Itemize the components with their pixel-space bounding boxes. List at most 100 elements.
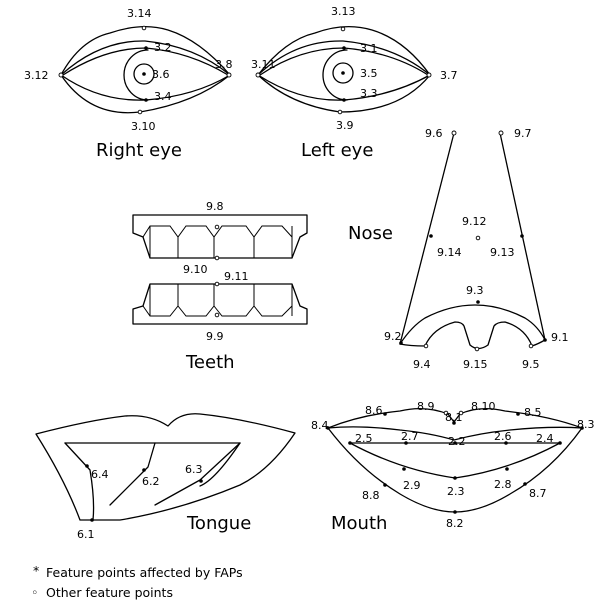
left-eye-lower-lid-outer <box>257 74 431 113</box>
mouth-group: 8.4 8.6 8.9 8.1 8.10 8.5 8.3 2.5 2.7 2.2… <box>311 400 595 534</box>
label-8-5: 8.5 <box>524 406 542 419</box>
title-teeth: Teeth <box>185 352 235 373</box>
teeth-point-9-9 <box>214 312 220 318</box>
label-2-2: 2.2 <box>448 435 466 448</box>
title-nose: Nose <box>348 223 393 244</box>
label-6-1: 6.1 <box>77 528 95 541</box>
label-9-14: 9.14 <box>437 246 462 259</box>
right-eye-upper-lid <box>60 40 231 76</box>
right-eye-point-3-12 <box>58 72 64 78</box>
title-tongue: Tongue <box>186 513 251 534</box>
label-9-12: 9.12 <box>462 215 487 228</box>
label-8-10: 8.10 <box>471 400 496 413</box>
label-9-3: 9.3 <box>466 284 484 297</box>
mouth-point-8-8 <box>383 483 387 487</box>
nose-group: 9.6 9.7 9.12 9.14 9.13 9.3 9.2 9.1 9.4 9… <box>348 127 569 371</box>
label-6-4: 6.4 <box>91 468 109 481</box>
label-8-6: 8.6 <box>365 404 383 417</box>
tongue-inner-right <box>199 442 241 487</box>
label-9-8: 9.8 <box>206 200 224 213</box>
right-eye-pupil <box>133 63 155 85</box>
label-8-4: 8.4 <box>311 419 329 432</box>
mouth-opening-lower <box>349 442 561 479</box>
label-6-2: 6.2 <box>142 475 160 488</box>
mouth-point-2-9 <box>402 467 406 471</box>
nose-point-9-3 <box>476 300 480 304</box>
label-3-7: 3.7 <box>440 69 458 82</box>
tongue-point-6-3 <box>199 479 203 483</box>
label-2-4: 2.4 <box>536 432 554 445</box>
label-2-9: 2.9 <box>403 479 421 492</box>
mouth-point-8-3 <box>580 426 584 430</box>
nose-point-9-2 <box>399 341 403 345</box>
label-8-9: 8.9 <box>417 400 435 413</box>
teeth-point-9-8 <box>214 224 220 230</box>
tongue-point-6-4 <box>85 464 89 468</box>
legend-affected-marker: * <box>33 563 39 578</box>
mouth-point-2-4 <box>558 441 562 445</box>
left-eye-upper-lid <box>257 40 431 76</box>
nose-point-9-15 <box>474 346 480 352</box>
label-3-8: 3.8 <box>215 58 233 71</box>
nose-point-9-13 <box>520 234 524 238</box>
nose-right-wing <box>531 339 546 347</box>
mouth-point-8-9 <box>443 410 449 416</box>
left-eye-point-3-3 <box>342 98 346 102</box>
label-9-9: 9.9 <box>206 330 224 343</box>
label-3-9: 3.9 <box>336 119 354 132</box>
label-3-6: 3.6 <box>152 68 170 81</box>
label-9-2: 9.2 <box>384 330 402 343</box>
label-9-7: 9.7 <box>514 127 532 140</box>
left-eye-point-3-13 <box>340 26 346 32</box>
legend: * Feature points affected by FAPs ◦ Othe… <box>31 563 243 600</box>
label-8-3: 8.3 <box>577 418 595 431</box>
label-3-2: 3.2 <box>154 41 172 54</box>
label-3-14: 3.14 <box>127 7 152 20</box>
mouth-point-2-2 <box>453 441 457 445</box>
label-3-13: 3.13 <box>331 5 356 18</box>
left-eye-upper-brow-curve <box>257 26 431 76</box>
mouth-point-2-6 <box>504 441 508 445</box>
label-3-10: 3.10 <box>131 120 156 133</box>
label-8-1: 8.1 <box>445 411 463 424</box>
title-mouth: Mouth <box>331 513 387 534</box>
label-3-3: 3.3 <box>360 87 378 100</box>
label-9-6: 9.6 <box>425 127 443 140</box>
mouth-point-8-2 <box>453 510 457 514</box>
left-eye-point-3-11 <box>255 72 261 78</box>
nose-point-9-4 <box>423 343 429 349</box>
label-8-8: 8.8 <box>362 489 380 502</box>
label-6-3: 6.3 <box>185 463 203 476</box>
left-eye-point-3-9 <box>337 109 343 115</box>
left-eye-point-3-1 <box>342 46 346 50</box>
mouth-point-2-8 <box>505 467 509 471</box>
title-left-eye: Left eye <box>301 140 373 161</box>
label-3-5: 3.5 <box>360 67 378 80</box>
left-eye-group: 3.13 3.1 3.5 3.3 3.7 3.11 3.9 Left eye <box>251 5 458 161</box>
nose-point-9-14 <box>429 234 433 238</box>
label-8-2: 8.2 <box>446 517 464 530</box>
tongue-group: 6.4 6.2 6.3 6.1 Tongue <box>35 413 296 541</box>
nose-bottom-outer-arc <box>399 304 546 345</box>
legend-affected-text: Feature points affected by FAPs <box>46 565 243 580</box>
label-9-11: 9.11 <box>224 270 249 283</box>
left-eye-pupil <box>332 62 354 84</box>
title-right-eye: Right eye <box>96 140 182 161</box>
label-2-8: 2.8 <box>494 478 512 491</box>
label-9-5: 9.5 <box>522 358 540 371</box>
label-3-4: 3.4 <box>154 90 172 103</box>
right-eye-point-3-14 <box>141 25 147 31</box>
teeth-point-9-11 <box>214 281 220 287</box>
upper-teeth-dividers <box>142 225 293 258</box>
label-3-12: 3.12 <box>24 69 49 82</box>
mouth-point-8-6 <box>383 412 387 416</box>
left-eye-point-3-5 <box>341 71 345 75</box>
right-eye-point-3-10 <box>137 109 143 115</box>
tongue-point-6-2 <box>142 468 146 472</box>
teeth-point-9-10 <box>214 255 220 261</box>
mouth-point-8-10 <box>458 410 464 416</box>
label-2-7: 2.7 <box>401 430 419 443</box>
label-9-10: 9.10 <box>183 263 208 276</box>
tongue-center-groove <box>109 442 156 506</box>
